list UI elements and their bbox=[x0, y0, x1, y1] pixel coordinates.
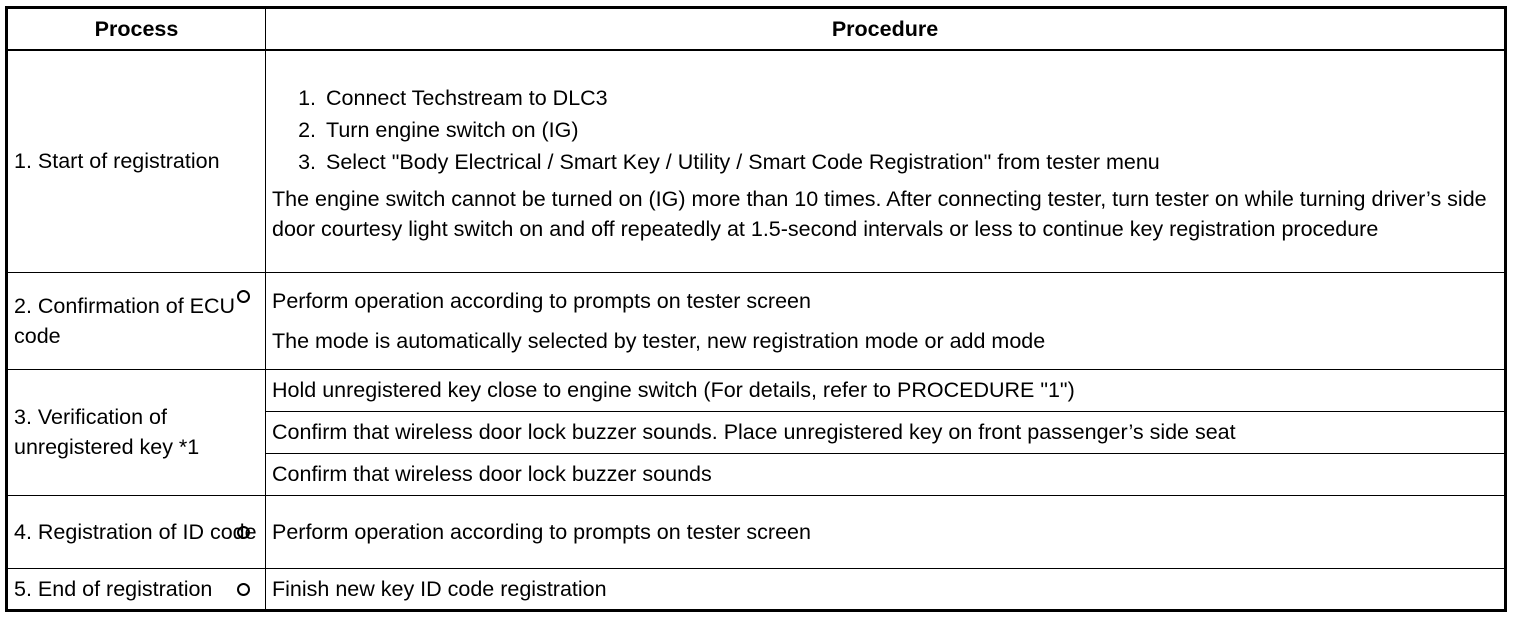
list-item: Select "Body Electrical / Smart Key / Ut… bbox=[322, 146, 1498, 178]
registration-procedure-table: Process Procedure 1. Start of registrati… bbox=[5, 6, 1507, 612]
procedure-note: The mode is automatically selected by te… bbox=[272, 328, 1046, 353]
procedure-note: The engine switch cannot be turned on (I… bbox=[272, 187, 1487, 242]
process-cell: 4. Registration of ID code bbox=[6, 494, 266, 569]
steps-list: Connect Techstream to DLC3 Turn engine s… bbox=[272, 82, 1498, 178]
process-label: 5. End of registration bbox=[14, 576, 213, 601]
process-column-header: Process bbox=[6, 7, 266, 51]
table-row: 4. Registration of ID code Perform opera… bbox=[6, 494, 1506, 569]
procedure-cell: Hold unregistered key close to engine sw… bbox=[265, 368, 1506, 412]
list-item: Connect Techstream to DLC3 bbox=[322, 82, 1498, 114]
table-row: Confirm that wireless door lock buzzer s… bbox=[7, 410, 1506, 454]
circle-marker-icon bbox=[237, 525, 250, 539]
process-cell: 1. Start of registration bbox=[6, 49, 266, 273]
table-row: 2. Confirmation of ECU code Perform oper… bbox=[6, 271, 1506, 370]
list-item: Turn engine switch on (IG) bbox=[322, 114, 1498, 146]
procedure-cell: Confirm that wireless door lock buzzer s… bbox=[265, 410, 1506, 454]
header-row: Process Procedure bbox=[6, 7, 1506, 51]
process-label: 1. Start of registration bbox=[14, 149, 220, 174]
procedure-cell: Perform operation according to prompts o… bbox=[265, 271, 1506, 370]
table-row: Confirm that wireless door lock buzzer s… bbox=[7, 452, 1506, 496]
process-cell: 5. End of registration bbox=[6, 567, 266, 611]
table-row: 5. End of registration Finish new key ID… bbox=[6, 567, 1506, 611]
procedure-text: Perform operation according to prompts o… bbox=[272, 288, 811, 313]
procedure-cell: Finish new key ID code registration bbox=[265, 567, 1506, 611]
process-label: 3. Verification of unregistered key *1 bbox=[14, 405, 200, 459]
table-row: 1. Start of registration Connect Techstr… bbox=[6, 49, 1506, 273]
table-row: 3. Verification of unregistered key *1 H… bbox=[6, 368, 1506, 496]
process-cell: 2. Confirmation of ECU code bbox=[6, 271, 266, 370]
circle-marker-icon bbox=[237, 582, 250, 596]
process-cell: 3. Verification of unregistered key *1 bbox=[6, 368, 266, 496]
process-label: 4. Registration of ID code bbox=[14, 519, 257, 544]
procedure-cell: Perform operation according to prompts o… bbox=[265, 494, 1506, 569]
procedure-cell: Confirm that wireless door lock buzzer s… bbox=[265, 452, 1506, 496]
procedure-cell: Connect Techstream to DLC3 Turn engine s… bbox=[265, 49, 1506, 273]
circle-marker-icon bbox=[237, 289, 250, 303]
procedure-column-header: Procedure bbox=[265, 7, 1506, 51]
process-label: 2. Confirmation of ECU code bbox=[14, 293, 236, 348]
